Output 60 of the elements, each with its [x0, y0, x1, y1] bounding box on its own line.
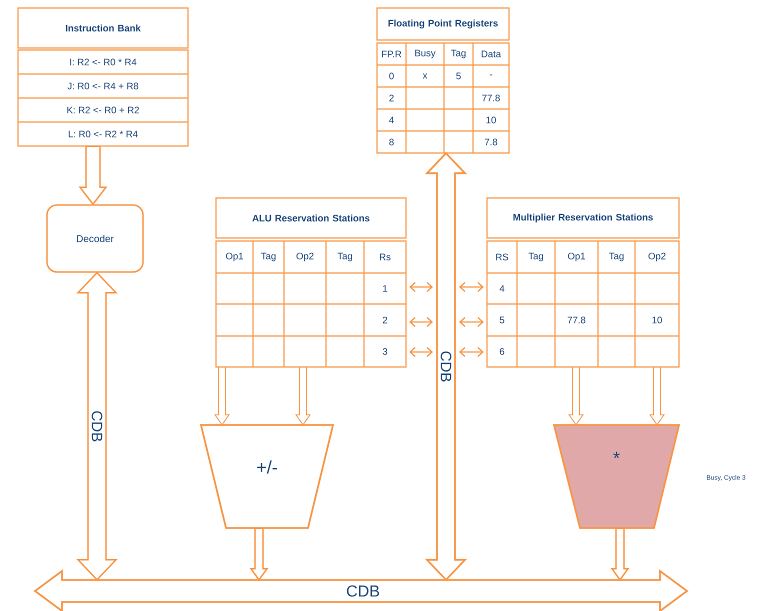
table-cell: Op2 [296, 252, 314, 262]
decoder-box: Decoder [46, 204, 144, 273]
table-cell: RS [496, 254, 508, 260]
table-title: Instruction Bank [66, 24, 141, 32]
arrow [409, 282, 433, 292]
table-title: ALU Reservation Stations [252, 214, 370, 222]
arrow [459, 347, 484, 357]
arrow [649, 366, 665, 426]
table-cell: 2 [382, 316, 388, 324]
table-cell: Op2 [648, 252, 666, 262]
table-cell: 8 [389, 138, 394, 146]
table-cell: x [422, 74, 428, 79]
edge-label: CDB [91, 410, 103, 443]
register-table [376, 7, 510, 154]
table-cell: 3 [382, 348, 388, 355]
table-cell: Tag [528, 252, 544, 262]
table-cell: 5 [456, 72, 461, 80]
table-cell: 4 [500, 285, 504, 292]
arrow [459, 317, 484, 327]
arrow [250, 527, 268, 582]
arrow [409, 347, 433, 357]
arrow [295, 366, 311, 426]
table-cell: Tag [261, 252, 276, 262]
table-cell: J: R0 <- R4 + R8 [68, 82, 138, 90]
table-cell: 0 [389, 72, 394, 80]
instruction-table [17, 7, 189, 147]
table-cell: 4 [389, 116, 394, 124]
table-cell: 77.8 [482, 94, 500, 102]
table-cell: Rs [380, 254, 390, 260]
table-cell: 7.8 [484, 138, 498, 146]
arrow [459, 282, 484, 292]
table-cell: 5 [500, 316, 504, 324]
table-cell: 1 [383, 285, 388, 292]
reservation-table [215, 197, 407, 368]
table-cell: 2 [389, 94, 394, 102]
table-cell: Data [482, 50, 502, 58]
table-cell: 6 [500, 348, 504, 355]
table-title: Floating Point Registers [388, 20, 498, 28]
table-cell: Op1 [226, 252, 244, 262]
table-cell: 77.8 [568, 316, 586, 324]
arrow [568, 366, 584, 426]
reservation-table [486, 197, 680, 368]
table-cell: K: R2 <- R0 + R2 [67, 106, 139, 114]
arrow [610, 527, 630, 582]
table-cell: Tag [338, 252, 352, 262]
table-cell: I: R2 <- R0 * R4 [70, 58, 136, 66]
table-cell: Busy [415, 50, 436, 58]
arrow [409, 317, 433, 327]
table-cell: Tag [609, 252, 624, 262]
table-cell: 10 [652, 316, 662, 324]
table-cell: 10 [486, 116, 496, 124]
table-cell: Op1 [568, 252, 586, 262]
table-cell: - [490, 74, 492, 76]
table-cell: L: R0 <- R2 * R4 [68, 130, 138, 138]
table-cell: FP.R [382, 50, 402, 58]
table-title: Multiplier Reservation Stations [513, 214, 653, 222]
arrow [214, 366, 230, 426]
table-cell: Tag [451, 50, 466, 58]
arrow [78, 145, 108, 206]
edge-label: CDB [440, 350, 452, 383]
